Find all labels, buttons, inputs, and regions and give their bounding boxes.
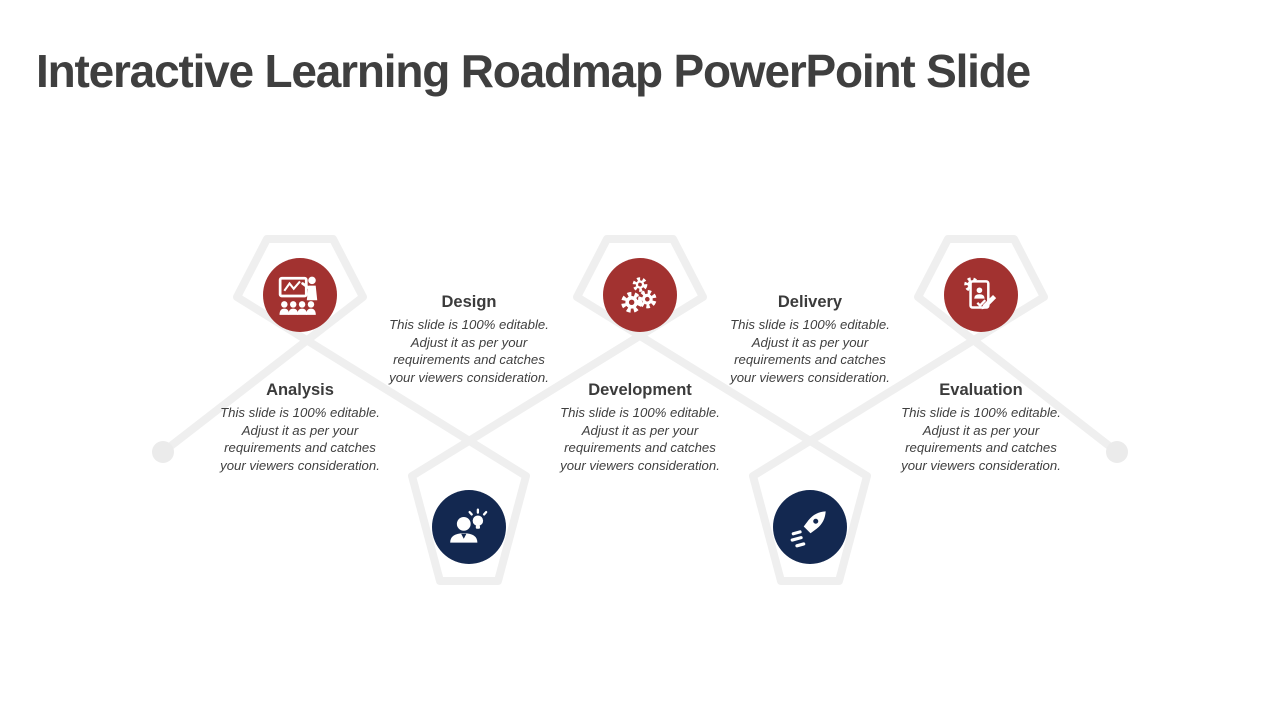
stage-icon-badge [432,490,506,564]
stage-label: Design [441,293,497,311]
stage-icon-badge [263,258,337,332]
stage-description: This slide is 100% editable. Adjust it a… [389,317,549,385]
roadmap-zigzag-path [159,235,1121,585]
stage-label: Evaluation [939,381,1023,399]
stage-text-block: Delivery This slide is 100% editable. Ad… [720,293,900,386]
stage-text-block: Evaluation This slide is 100% editable. … [891,381,1071,474]
stage-icon-badge [773,490,847,564]
roadmap-end-dot [1106,441,1128,463]
evaluation-checklist-icon [964,277,997,310]
stage-description: This slide is 100% editable. Adjust it a… [901,405,1061,473]
training-presentation-icon [278,276,318,315]
stage-label: Delivery [777,293,843,311]
stage-icon-badge [603,258,677,332]
gears-icon [621,277,657,313]
stage-text-block: Analysis This slide is 100% editable. Ad… [210,381,390,474]
stage-description: This slide is 100% editable. Adjust it a… [220,405,380,473]
stage-text-block: Design This slide is 100% editable. Adju… [379,293,559,386]
stage-description: This slide is 100% editable. Adjust it a… [560,405,720,473]
roadmap-start-dot [152,441,174,463]
rocket-icon [790,511,826,548]
stage-icon-badge [944,258,1018,332]
slide-title: Interactive Learning Roadmap PowerPoint … [36,45,1031,97]
stage-label: Development [588,381,692,399]
person-idea-icon [450,508,488,543]
stage-text-block: Development This slide is 100% editable.… [550,381,730,474]
stage-description: This slide is 100% editable. Adjust it a… [730,317,890,385]
stage-label: Analysis [266,381,334,399]
